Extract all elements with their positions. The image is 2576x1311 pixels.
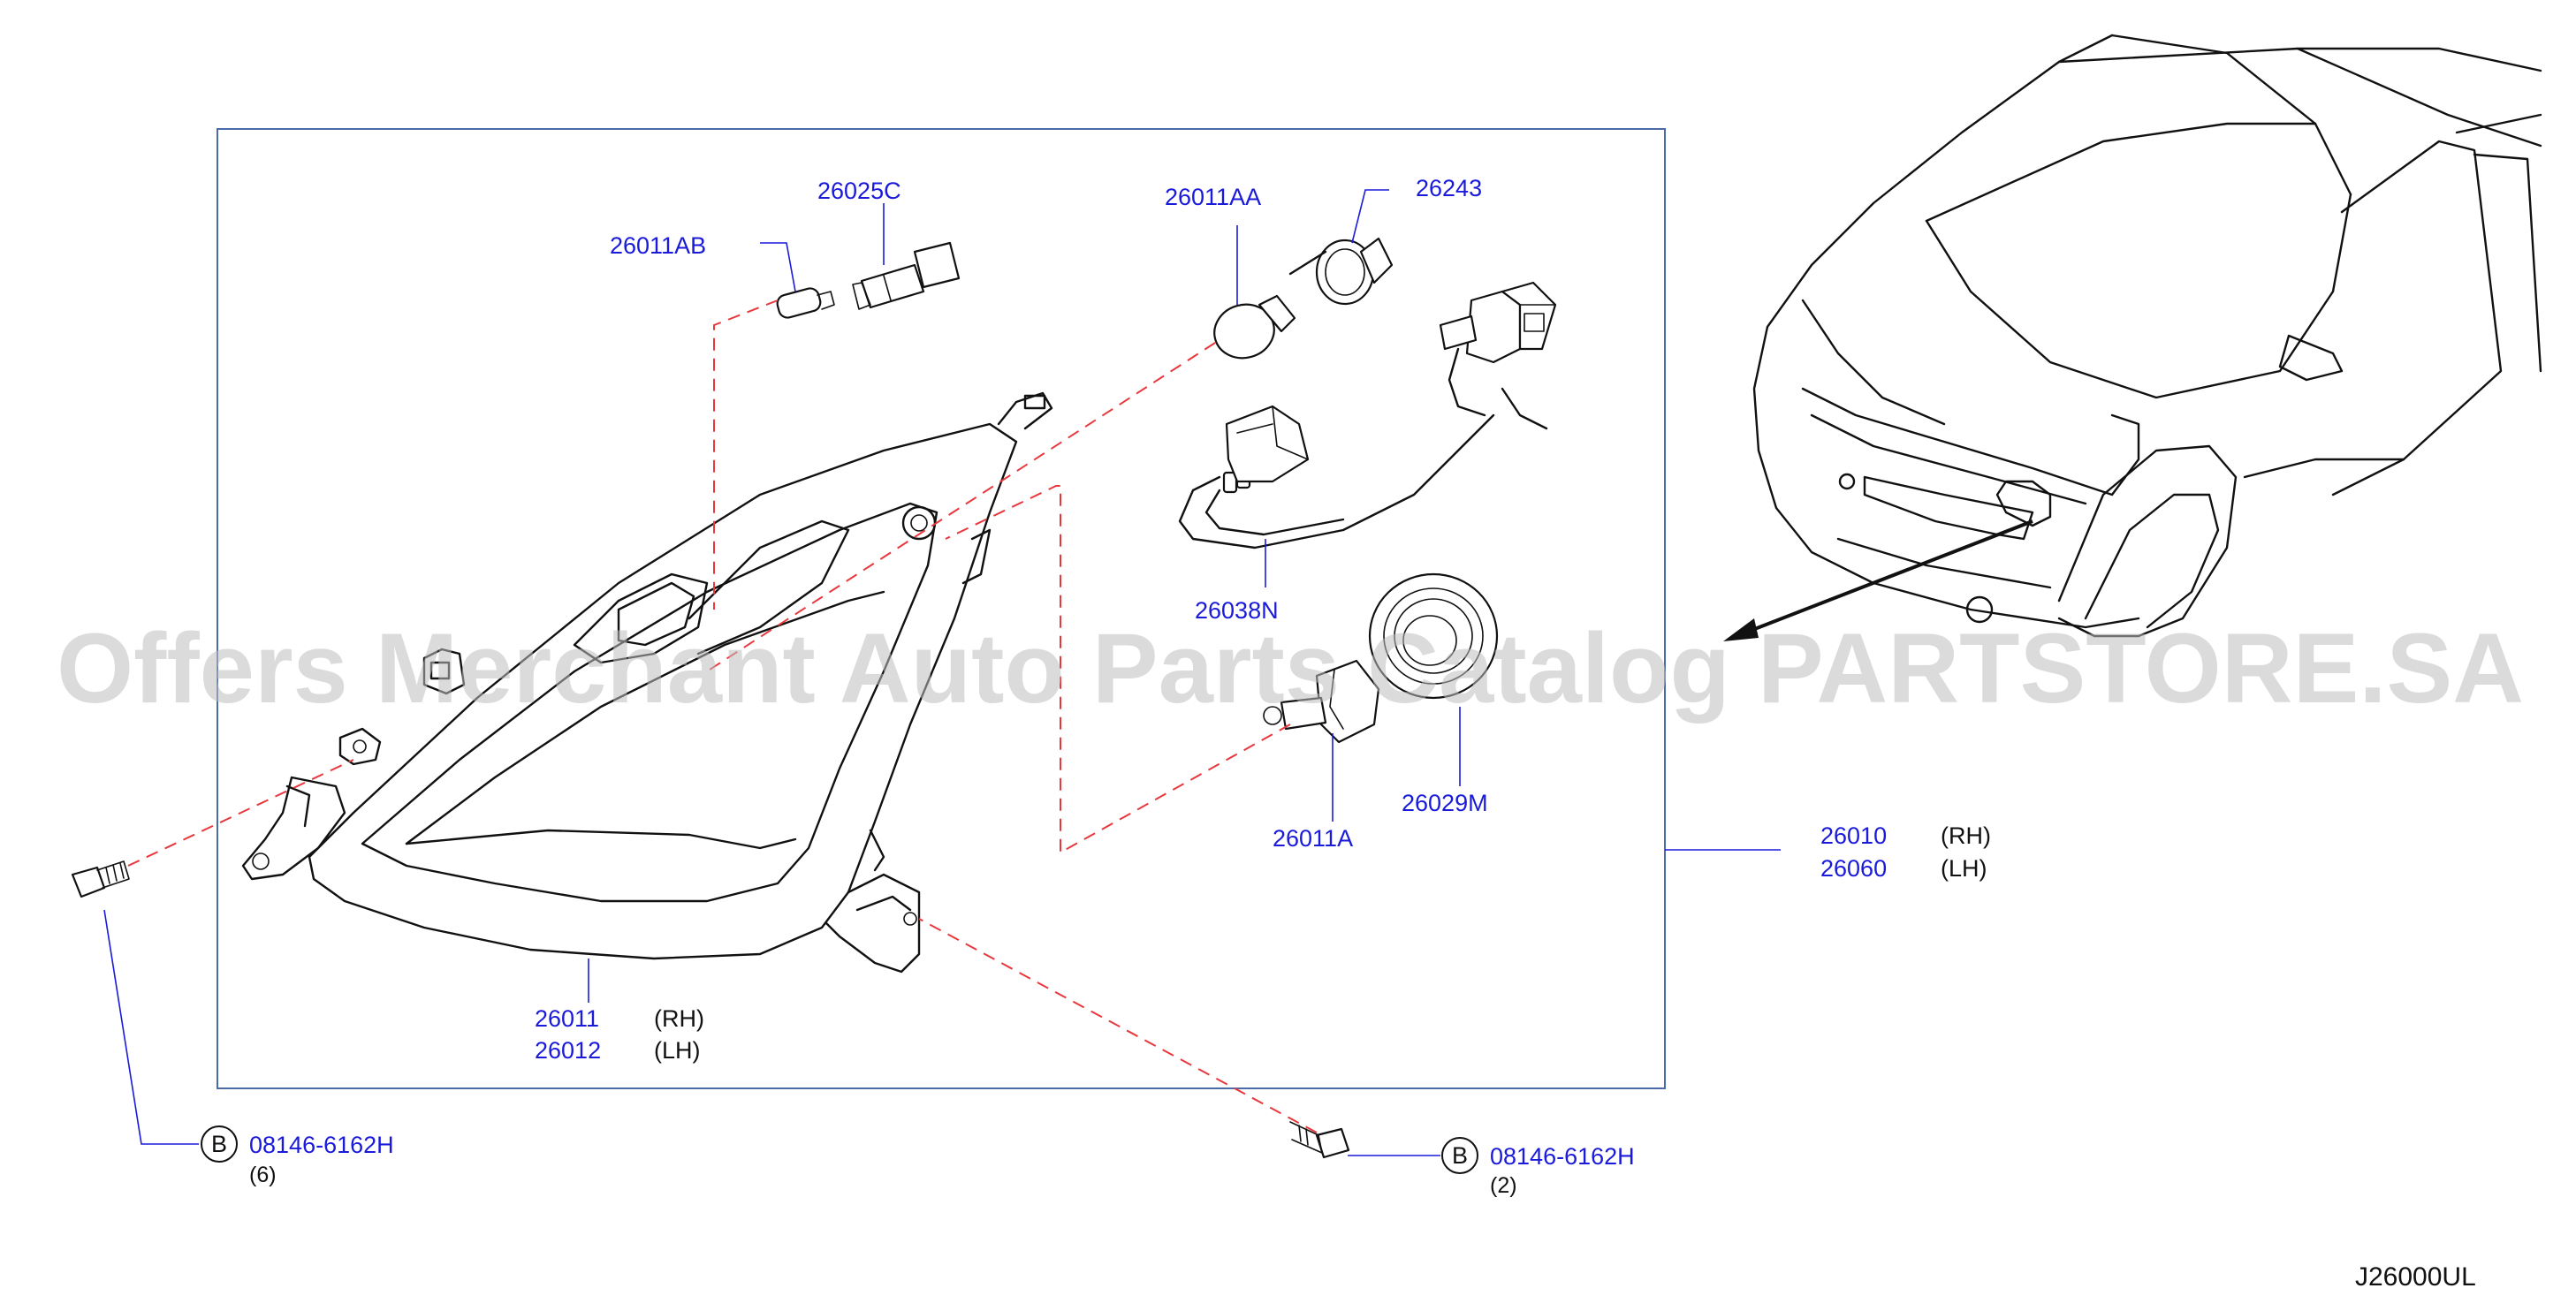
label-26012: 26012 (535, 1037, 601, 1064)
bolt-left-badge (201, 1125, 238, 1163)
assembly-guide-lines (127, 299, 1318, 1133)
label-26011AB: 26011AB (610, 232, 706, 259)
arrow-to-assembly (1736, 519, 2033, 638)
socket-26025C (852, 241, 961, 310)
harness-connector-plug (1225, 405, 1310, 483)
bulb-26011AA (1213, 294, 1296, 360)
label-26029M: 26029M (1402, 790, 1488, 816)
label-26011AA: 26011AA (1165, 184, 1261, 210)
watermark: Offers Merchant Auto Parts Catalog PARTS… (57, 613, 2524, 724)
bolt-right-badge (1441, 1137, 1478, 1174)
bolt-left-badge-letter: B (211, 1131, 227, 1157)
bolt-right-part-number: 08146-6162H (1490, 1143, 1635, 1170)
label-26011A: 26011A (1273, 825, 1353, 852)
assembly-frame (217, 128, 1666, 1089)
label-26243: 26243 (1416, 175, 1482, 201)
bulb-26011AB (776, 287, 835, 319)
bolt-left (71, 860, 130, 898)
bolt-right-qty: (2) (1490, 1173, 1517, 1198)
bolt-right (1289, 1121, 1350, 1159)
label-26010: 26010 (1820, 822, 1887, 849)
car-illustration (1752, 34, 2542, 638)
bolt-left-part-number: 08146-6162H (249, 1132, 394, 1158)
label-26011: 26011 (535, 1005, 599, 1032)
diagram-code: J26000UL (2355, 1262, 2476, 1292)
harness-26038N (1178, 250, 1557, 549)
label-26060-side: (LH) (1941, 855, 1987, 882)
label-26010-side: (RH) (1941, 822, 1991, 849)
bolt-right-badge-letter: B (1452, 1142, 1468, 1169)
label-26038N: 26038N (1195, 597, 1279, 624)
bulb-26011A (1263, 659, 1380, 744)
label-26012-side: (LH) (654, 1037, 701, 1064)
seal-26029M (1368, 572, 1499, 700)
arrow-head (1723, 618, 1759, 641)
label-26011-side: (RH) (654, 1005, 704, 1032)
socket-26243 (1315, 237, 1394, 306)
leader-lines (103, 189, 1781, 1156)
label-26025C: 26025C (817, 178, 901, 204)
label-26060: 26060 (1820, 855, 1887, 882)
bolt-left-qty: (6) (249, 1163, 277, 1187)
